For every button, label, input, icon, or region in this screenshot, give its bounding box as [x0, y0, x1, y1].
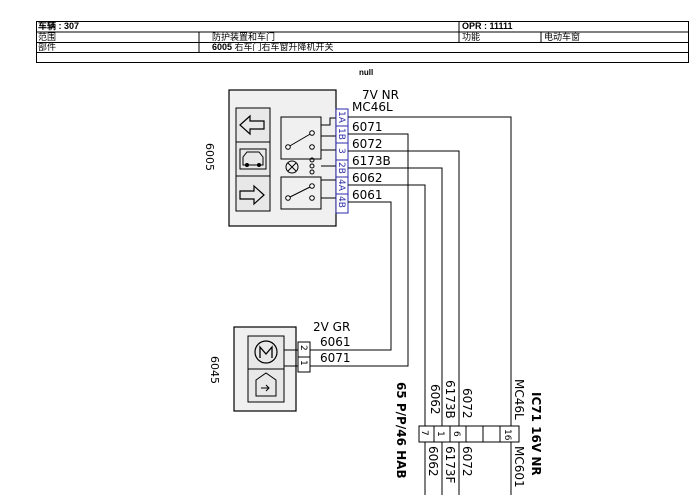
window-regulator-icon	[255, 372, 277, 397]
wire-6072-hab-top-label: 6072	[460, 388, 474, 419]
wire-6072-label: 6072	[352, 137, 383, 151]
component-6005-panel	[235, 107, 271, 212]
wire-mc46l-label: MC46L	[352, 100, 393, 114]
pin-2: 2	[298, 345, 308, 351]
pin-1b: 1B	[336, 128, 346, 140]
wire-6173b-hab-top-label: 6173B	[443, 380, 457, 419]
wire-6071-label: 6071	[352, 120, 383, 134]
connector-6005-pins: 1A 1B 3 2B 4A 4B	[335, 108, 349, 214]
header-grid	[36, 21, 689, 63]
wire-6062-hab-top-label: 6062	[428, 384, 442, 415]
wires-6005	[316, 116, 512, 430]
wire-mc601-hab-bottom-label: MC601	[512, 446, 526, 488]
component-6045: 6045	[208, 326, 298, 412]
motor-icon	[254, 340, 278, 364]
part-value: 6005 右车门右车窗升降机开关	[212, 42, 334, 53]
pin-1a: 1A	[336, 111, 346, 124]
connector-6005-label: 7V NR	[362, 88, 399, 102]
wire-6072	[348, 150, 460, 430]
pin-7: 7	[419, 430, 429, 436]
connector-6045-label: 2V GR	[313, 320, 350, 334]
wire-6062-label: 6062	[352, 171, 383, 185]
component-6045-code: 6045	[208, 356, 221, 384]
pin-1: 1	[298, 360, 308, 366]
switch-upper-contacts	[280, 116, 322, 160]
part-code: 6005	[212, 42, 233, 52]
opr-label: OPR : 11111	[462, 21, 513, 31]
wire-6173b-label: 6173B	[352, 154, 391, 168]
wire-6061-motor-label: 6061	[320, 335, 351, 349]
part-label: 部件	[38, 42, 57, 52]
wire-6072-hab-bottom-label: 6072	[460, 446, 474, 477]
pin-2b: 2B	[336, 162, 346, 174]
pin-1-hab: 1	[435, 431, 445, 437]
wire-6061-label: 6061	[352, 188, 383, 202]
header-table: 车辆 : 307 OPR : 11111 范围 防护装置和车门 功能 电动车窗 …	[36, 21, 689, 77]
wire-6071	[316, 133, 409, 367]
arrow-right-icon	[239, 184, 265, 206]
vehicle-label: 车辆 : 307	[38, 21, 80, 31]
arrow-left-icon	[239, 114, 265, 136]
lamp-icon	[285, 160, 299, 174]
wire-6071-motor-label: 6071	[320, 351, 351, 365]
connector-6045-pins: 2 1	[297, 341, 316, 373]
pin-16: 16	[502, 429, 512, 441]
null-text: null	[359, 68, 374, 77]
pin-6: 6	[451, 431, 461, 437]
wires-below-strip	[424, 442, 512, 495]
component-6005: 6005	[203, 89, 337, 227]
pin-4b: 4B	[336, 196, 346, 208]
wire-mc46l	[348, 116, 512, 430]
connector-65-label: 65 P/P/46 HAB	[394, 382, 408, 479]
function-value: 电动车窗	[544, 32, 581, 42]
pin-4a: 4A	[336, 179, 346, 192]
connector-65-strip: 7 1 6 16	[418, 425, 520, 443]
wire-6062-hab-bottom-label: 6062	[426, 446, 440, 477]
range-label: 范围	[38, 32, 57, 42]
component-6005-code: 6005	[203, 143, 216, 171]
part-name: 右车门右车窗升降机开关	[232, 42, 334, 52]
wire-6062	[348, 184, 426, 430]
function-label: 功能	[462, 32, 481, 42]
wire-6061	[316, 201, 392, 351]
wire-6173b	[348, 167, 443, 430]
connector-ic71-label: IC71 16V NR	[529, 392, 543, 476]
car-door-icon	[239, 148, 267, 170]
wire-mc46l-hab-top-label: MC46L	[512, 379, 526, 420]
pin-3: 3	[336, 148, 346, 154]
range-value: 防护装置和车门	[212, 32, 276, 42]
wire-6173f-hab-bottom-label: 6173F	[443, 446, 457, 484]
switch-lower-contacts	[280, 176, 322, 210]
